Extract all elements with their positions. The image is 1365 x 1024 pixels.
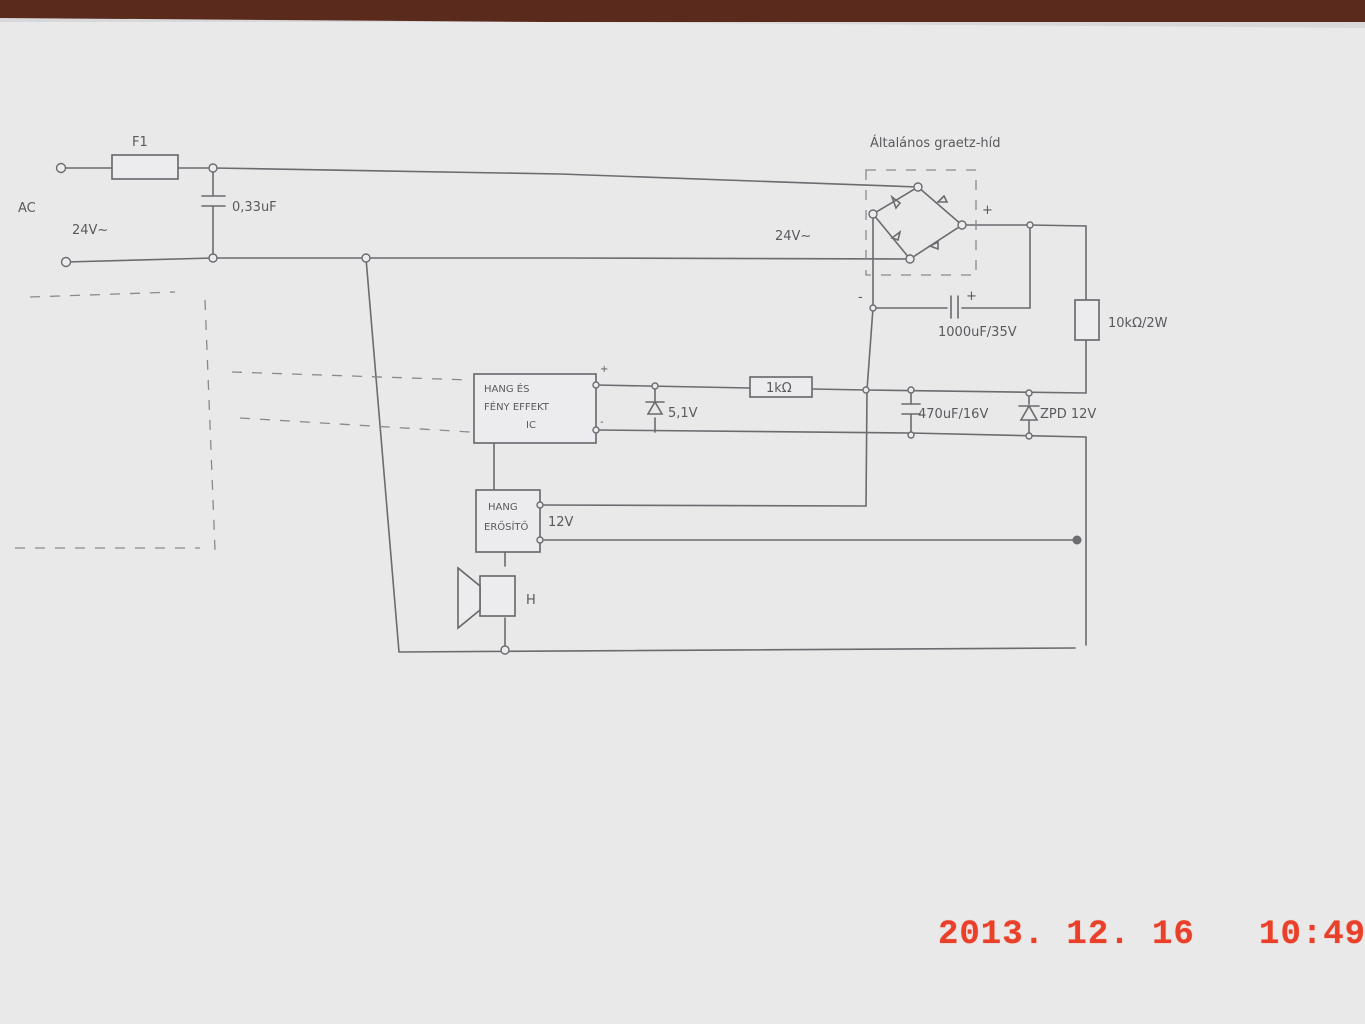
fuse-label: F1 xyxy=(132,135,148,150)
fuse-f1 xyxy=(111,154,179,180)
wires xyxy=(65,167,1087,653)
amp-voltage-label: 12V xyxy=(548,515,574,530)
zener-5v1 xyxy=(645,400,665,415)
ic-label-line3: IC xyxy=(526,420,536,431)
audio-amplifier xyxy=(475,489,541,553)
ic-minus: - xyxy=(600,417,604,428)
bleed-resistor-label: 10kΩ/2W xyxy=(1108,316,1168,331)
ic-label-line1: HANG ÉS xyxy=(484,382,529,395)
bridge-rectifier xyxy=(871,186,964,261)
series-resistor-1k xyxy=(749,376,813,398)
bleed-resistor xyxy=(1074,299,1100,341)
bridge-plus: + xyxy=(982,203,993,218)
amp-label-line1: HANG xyxy=(488,502,518,513)
bridge-minus: - xyxy=(858,290,863,305)
bridge-input-label: 24V~ xyxy=(775,229,811,244)
zener-12v xyxy=(1018,404,1040,421)
bridge-outline xyxy=(865,169,977,276)
terminals xyxy=(55,162,1082,655)
bulk-capacitor xyxy=(950,295,959,319)
effect-ic xyxy=(473,373,597,444)
speaker-h xyxy=(457,566,516,630)
speaker-label: H xyxy=(526,593,536,608)
bridge-title: Általános graetz-híd xyxy=(870,135,1001,151)
ac-label: AC xyxy=(18,201,36,216)
series-resistor-label: 1kΩ xyxy=(766,381,792,396)
desk-edge xyxy=(0,0,1365,22)
amp-label-line2: ERŐSÍTŐ xyxy=(484,519,529,533)
filter-capacitor xyxy=(901,403,921,415)
input-cap-label: 0,33uF xyxy=(232,200,277,215)
filter-cap-label: 470uF/16V xyxy=(918,407,988,422)
ac-voltage-label: 24V~ xyxy=(72,223,108,238)
zener-small-label: 5,1V xyxy=(668,406,698,421)
date-time-stamp: 2013. 12. 16 10:49 xyxy=(938,916,1365,954)
ic-label-line2: FÉNY EFFEKT xyxy=(484,400,550,413)
dashed-sketch-lines xyxy=(15,169,977,551)
bulk-cap-plus: + xyxy=(966,289,977,304)
bulk-cap-label: 1000uF/35V xyxy=(938,325,1017,340)
labels: F1 AC 24V~ 0,33uF Általános graetz-híd 2… xyxy=(18,135,1168,608)
paper-edge-shadow xyxy=(0,18,1365,28)
ic-plus: + xyxy=(600,364,608,375)
input-capacitor xyxy=(201,195,226,207)
zener-main-label: ZPD 12V xyxy=(1040,407,1096,422)
